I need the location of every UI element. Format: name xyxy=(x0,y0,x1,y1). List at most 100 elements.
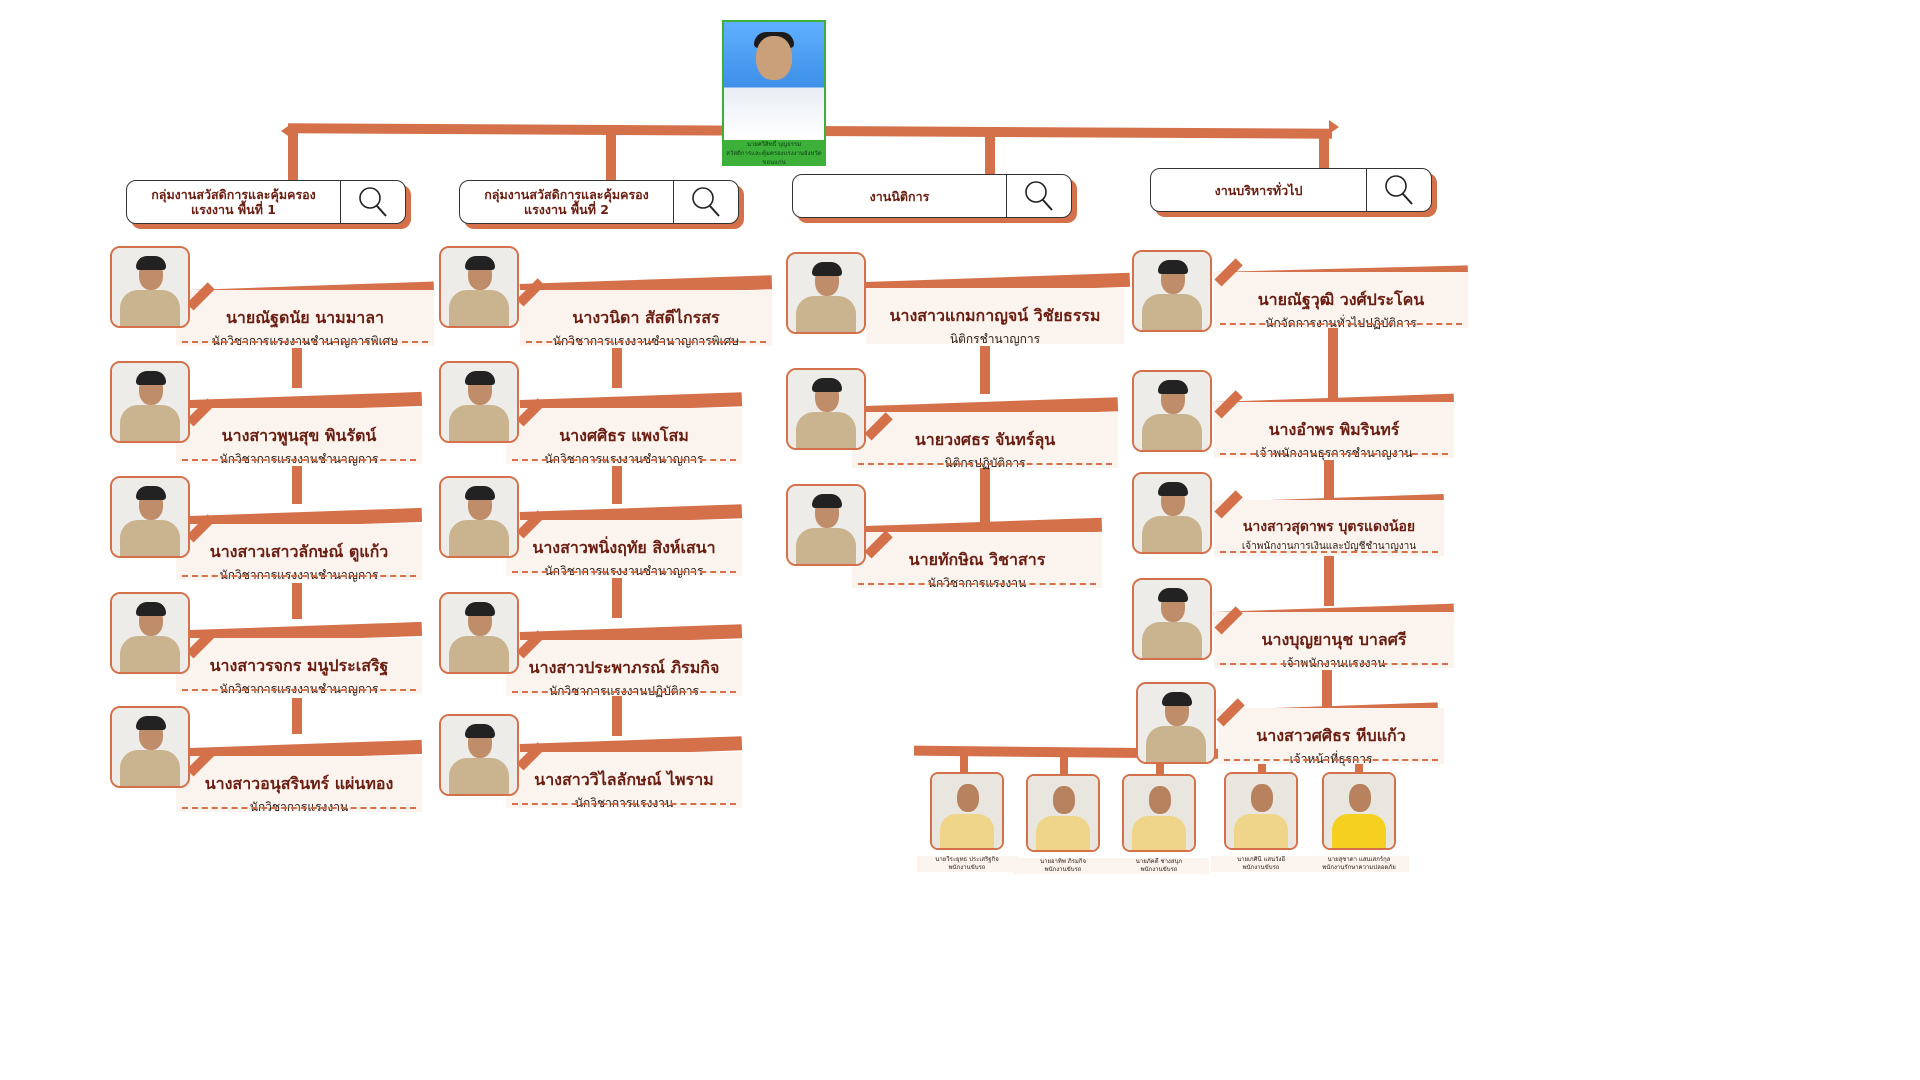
staff-name: นางสาวรจกร มนูประเสริฐ xyxy=(209,656,389,675)
head-card: นายศวิสิทธิ์ บุญธรรม สวัสดิการและคุ้มครอ… xyxy=(722,20,826,166)
section-label: กลุ่มงานสวัสดิการและคุ้มครองแรงงาน พื้นท… xyxy=(484,187,649,217)
name-box: นายณัฐดนัย นามมาลา นักวิชาการแรงงานชำนาญ… xyxy=(176,290,434,348)
name-box: นายวงศธร จันทร์ลุน นิติกรปฏิบัติการ xyxy=(852,412,1118,470)
staff-position: เจ้าพนักงานการเงินและบัญชีชำนาญงาน xyxy=(1241,541,1417,552)
name-box: นางสาวรจกร มนูประเสริฐ นักวิชาการแรงงานช… xyxy=(176,638,422,696)
bottom-staff-caption: นายเกศินี แสนวังอี พนักงานขับรถ xyxy=(1211,856,1311,872)
staff-name: นายณัฐดนัย นามมาลา xyxy=(225,308,385,327)
staff-photo xyxy=(110,246,190,328)
connector xyxy=(612,578,622,618)
connector xyxy=(1324,460,1334,500)
section-legal[interactable]: งานนิติการ xyxy=(792,174,1072,218)
bottom-staff-position: พนักงานขับรถ xyxy=(948,864,986,871)
staff-photo xyxy=(1136,682,1216,764)
staff-name: นางอำพร พิมรินทร์ xyxy=(1268,420,1400,439)
staff-name: นางศศิธร แพงโสม xyxy=(559,426,689,445)
search-button[interactable] xyxy=(340,181,405,223)
staff-name: นางสาวอนุสรินทร์ แผ่นทอง xyxy=(204,774,394,793)
bottom-staff-position: พนักงานขับรถ xyxy=(1140,866,1178,873)
dash xyxy=(512,459,736,461)
dash xyxy=(512,691,736,693)
name-box: นายณัฐวุฒิ วงศ์ประโคน นักจัดการงานทั่วไป… xyxy=(1214,272,1468,330)
search-button[interactable] xyxy=(1006,175,1071,217)
dash xyxy=(512,803,736,805)
staff-photo xyxy=(1132,578,1212,660)
section-area-2[interactable]: กลุ่มงานสวัสดิการและคุ้มครองแรงงาน พื้นท… xyxy=(459,180,739,224)
dash xyxy=(858,463,1112,465)
connector xyxy=(606,130,616,182)
search-icon xyxy=(1025,181,1053,211)
name-box: นางสาวแกมกาญจน์ วิชัยธรรม นิติกรชำนาญการ xyxy=(866,288,1124,346)
connector xyxy=(1319,130,1329,170)
dash xyxy=(1220,323,1462,325)
connector xyxy=(985,130,995,176)
name-box: นางบุญยานุช บาลศรี เจ้าพนักงานแรงงาน xyxy=(1214,612,1454,670)
connector xyxy=(980,346,990,394)
staff-photo xyxy=(439,361,519,443)
staff-name: นางวนิดา สัสดีไกรสร xyxy=(572,308,720,327)
staff-photo xyxy=(1132,472,1212,554)
bottom-staff-name: นายเกศินี แสนวังอี xyxy=(1236,856,1286,863)
arrow-right-icon xyxy=(1329,120,1339,134)
staff-name: นางสาวสุดาพร บุตรแดงน้อย xyxy=(1242,519,1416,535)
connector xyxy=(292,466,302,504)
dash xyxy=(512,571,736,573)
dash xyxy=(182,807,416,809)
bottom-staff-caption: นายภัคดี ช่างสนุก พนักงานขับรถ xyxy=(1109,858,1209,874)
connector xyxy=(612,696,622,736)
bottom-staff-caption: นายสุชาดา แสนเสกร์กุล พนักงานรักษาความปล… xyxy=(1309,856,1409,872)
connector xyxy=(292,698,302,734)
name-box: นางสาวอนุสรินทร์ แผ่นทอง นักวิชาการแรงงา… xyxy=(176,756,422,814)
name-box: นางสาวสุดาพร บุตรแดงน้อย เจ้าพนักงานการเ… xyxy=(1214,500,1444,556)
dash xyxy=(182,459,416,461)
bottom-staff-name: นายวีระยุทธ ประเสริฐกิจ xyxy=(935,856,999,863)
connector xyxy=(292,348,302,388)
search-icon xyxy=(692,187,720,217)
name-box: นายทักษิณ วิชาสาร นักวิชาการแรงงาน xyxy=(852,532,1102,590)
section-label: งานนิติการ xyxy=(869,188,930,204)
name-box: นางอำพร พิมรินทร์ เจ้าพนักงานธุรการชำนาญ… xyxy=(1214,402,1454,460)
bottom-staff-position: พนักงานขับรถ xyxy=(1044,866,1082,873)
section-admin[interactable]: งานบริหารทั่วไป xyxy=(1150,168,1432,212)
dash xyxy=(1220,551,1438,553)
search-icon xyxy=(359,187,387,217)
connector xyxy=(1060,752,1068,774)
staff-photo xyxy=(439,714,519,796)
dash xyxy=(182,575,416,577)
staff-name: นางสาวประพาภรณ์ ภิรมกิจ xyxy=(528,658,720,677)
staff-photo xyxy=(1132,370,1212,452)
head-name: นายศวิสิทธิ์ บุญธรรม xyxy=(746,141,802,148)
staff-photo xyxy=(1132,250,1212,332)
connector xyxy=(1322,670,1332,710)
search-button[interactable] xyxy=(1366,169,1431,211)
staff-name: นางสาวพูนสุข พินรัตน์ xyxy=(221,426,377,445)
staff-photo xyxy=(786,368,866,450)
dash xyxy=(182,341,428,343)
dash xyxy=(182,689,416,691)
connector xyxy=(288,130,298,182)
dash xyxy=(1220,663,1448,665)
name-box: นางศศิธร แพงโสม นักวิชาการแรงงานชำนาญการ xyxy=(506,408,742,466)
name-box: นางสาวพนิ่งฤทัย สิงห์เสนา นักวิชาการแรงง… xyxy=(506,520,742,578)
staff-photo xyxy=(110,476,190,558)
bottom-staff-name: นายภัคดี ช่างสนุก xyxy=(1135,858,1183,865)
bottom-staff-photo xyxy=(1122,774,1196,852)
staff-name: นางสาวแกมกาญจน์ วิชัยธรรม xyxy=(889,306,1101,325)
bottom-staff-photo xyxy=(1026,774,1100,852)
connector xyxy=(1328,326,1338,400)
search-button[interactable] xyxy=(673,181,738,223)
head-photo xyxy=(724,22,824,140)
staff-photo xyxy=(786,484,866,566)
staff-name: นางสาวศศิธร หีบแก้ว xyxy=(1256,726,1406,745)
search-icon xyxy=(1385,175,1413,205)
name-box: นางสาวเสาวลักษณ์ ตูแก้ว นักวิชาการแรงงาน… xyxy=(176,524,422,582)
connector xyxy=(980,466,990,532)
staff-photo xyxy=(786,252,866,334)
name-box: นางวนิดา สัสดีไกรสร นักวิชาการแรงงานชำนา… xyxy=(520,290,772,348)
bottom-staff-photo xyxy=(1322,772,1396,850)
staff-photo xyxy=(110,706,190,788)
staff-photo xyxy=(439,476,519,558)
face xyxy=(756,36,792,80)
section-area-1[interactable]: กลุ่มงานสวัสดิการและคุ้มครองแรงงาน พื้นท… xyxy=(126,180,406,224)
bottom-staff-name: นายสุชาดา แสนเสกร์กุล xyxy=(1327,856,1391,863)
